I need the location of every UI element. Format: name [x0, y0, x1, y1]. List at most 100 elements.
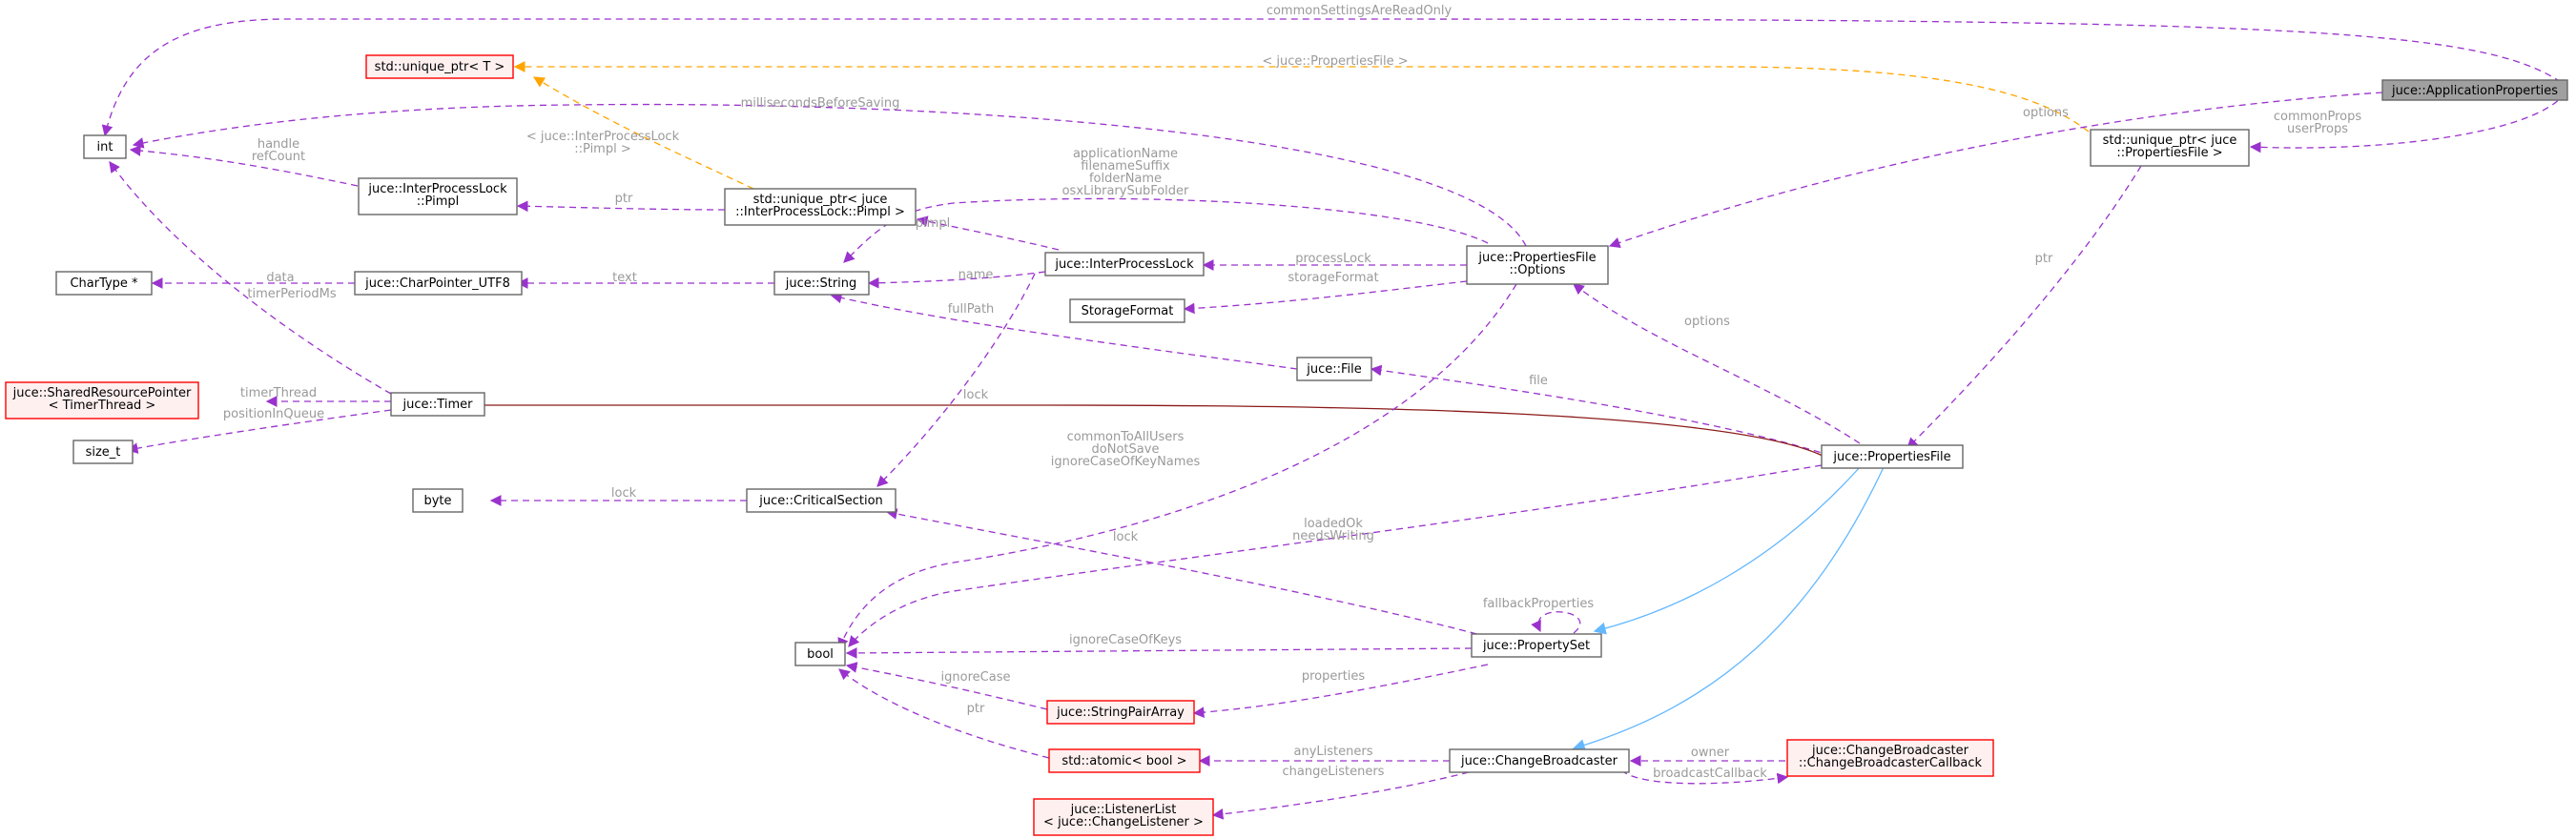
text-line: std::unique_ptr< T > — [375, 60, 505, 74]
node-stringpairarray[interactable]: juce::StringPairArray — [1046, 700, 1195, 725]
svg-text:StorageFormat: StorageFormat — [1082, 304, 1174, 318]
node-byte[interactable]: byte — [412, 488, 464, 513]
edge-loaded-ok — [848, 464, 1823, 647]
node-application-properties[interactable]: juce::ApplicationProperties — [2381, 79, 2568, 101]
text-line: < juce::InterProcessLock — [526, 130, 680, 144]
svg-text:std::unique_ptr< T >: std::unique_ptr< T > — [375, 60, 505, 74]
edge-position-in-queue — [126, 409, 392, 454]
node-bool[interactable]: bool — [794, 642, 846, 666]
nodes: juce::ApplicationProperties int std::uni… — [5, 54, 2568, 836]
edge-properties — [1192, 664, 1489, 718]
node-size-t[interactable]: size_t — [72, 440, 134, 464]
text-line: juce::PropertiesFile — [1477, 251, 1596, 265]
text-line: name — [958, 268, 994, 282]
svg-text:juce::InterProcessLock: juce::InterProcessLock — [1054, 257, 1194, 272]
label-file: file — [1529, 374, 1548, 388]
edge-handle-refcount — [129, 145, 359, 187]
edge-common-props — [2249, 92, 2566, 153]
node-propertyset[interactable]: juce::PropertySet — [1471, 633, 1602, 658]
node-atomic-bool[interactable]: std::atomic< bool > — [1048, 748, 1201, 773]
text-line: juce::PropertySet — [1482, 639, 1590, 653]
text-line: juce::ApplicationProperties — [2391, 84, 2558, 98]
text-line: storageFormat — [1288, 271, 1378, 285]
label-common-settings: commonSettingsAreReadOnly — [1267, 4, 1453, 18]
edge-timer-inheritance — [440, 399, 1827, 459]
text-line: bool — [807, 647, 834, 662]
text-line: fullPath — [948, 302, 995, 317]
svg-text:juce::String: juce::String — [785, 276, 857, 291]
edge-ignore-case-of-keys — [845, 647, 1473, 659]
node-string[interactable]: juce::String — [773, 271, 870, 296]
edge-options-bools — [837, 283, 1517, 650]
node-chartype[interactable]: CharType * — [55, 271, 153, 296]
node-changebroadcaster-callback[interactable]: juce::ChangeBroadcaster::ChangeBroadcast… — [1786, 739, 1994, 777]
node-storageformat[interactable]: StorageFormat — [1069, 298, 1185, 323]
text-line: osxLibrarySubFolder — [1062, 184, 1189, 198]
node-changebroadcaster[interactable]: juce::ChangeBroadcaster — [1449, 748, 1630, 773]
edge-fallback — [1531, 611, 1581, 634]
text-line: ptr — [615, 192, 633, 206]
text-line: lock — [611, 486, 637, 501]
text-line: ::ChangeBroadcasterCallback — [1799, 756, 1983, 770]
text-line: int — [97, 140, 113, 154]
text-line: juce::ListenerList — [1070, 803, 1177, 817]
node-file[interactable]: juce::File — [1296, 357, 1372, 381]
text-line: juce::String — [785, 276, 857, 291]
label-lock-ipl: lock — [963, 388, 989, 402]
text-line: owner — [1691, 746, 1730, 760]
svg-text:juce::PropertiesFile: juce::PropertiesFile — [1832, 450, 1950, 464]
text-line: juce::InterProcessLock — [367, 182, 507, 196]
svg-text:CharType *: CharType * — [70, 276, 138, 291]
edge-timer-period — [109, 161, 392, 395]
text-line: juce::File — [1306, 362, 1362, 377]
node-criticalsection[interactable]: juce::CriticalSection — [746, 488, 896, 513]
text-line: < juce::ChangeListener > — [1043, 815, 1204, 829]
edge-propertyset-inheritance — [1593, 466, 1861, 635]
node-listenerlist[interactable]: juce::ListenerList< juce::ChangeListener… — [1033, 798, 1214, 836]
label-options-pf: options — [1684, 315, 1730, 329]
text-line: juce::ChangeBroadcaster — [1811, 744, 1969, 758]
label-lock-cs: lock — [611, 486, 637, 501]
text-line: juce::SharedResourcePointer — [12, 386, 192, 400]
node-sharedresourcepointer[interactable]: juce::SharedResourcePointer< TimerThread… — [5, 381, 199, 420]
edge-file — [1370, 364, 1832, 457]
node-unique-ptr-pimpl[interactable]: std::unique_ptr< juce::InterProcessLock:… — [724, 188, 917, 226]
text-line: processLock — [1295, 252, 1371, 266]
label-position-in-queue: positionInQueue — [223, 407, 324, 421]
label-change-listeners: changeListeners — [1283, 765, 1385, 779]
text-line: byte — [423, 494, 451, 508]
text-line: commonToAllUsers — [1067, 430, 1185, 444]
label-lock-ps: lock — [1113, 530, 1139, 544]
edge-storage-format — [1183, 280, 1468, 315]
label-broadcast-callback: broadcastCallback — [1653, 767, 1767, 781]
svg-text:juce::File: juce::File — [1306, 362, 1362, 377]
text-line: timerThread — [240, 386, 317, 400]
svg-text:juce::SharedResourcePointer< T: juce::SharedResourcePointer< TimerThread… — [12, 386, 192, 413]
node-interprocesslock-pimpl[interactable]: juce::InterProcessLock::Pimpl — [358, 177, 518, 215]
node-timer[interactable]: juce::Timer — [390, 392, 485, 417]
node-int[interactable]: int — [83, 134, 127, 159]
text-line: file — [1529, 374, 1548, 388]
text-line: text — [612, 271, 637, 285]
node-unique-ptr-t[interactable]: std::unique_ptr< T > — [365, 54, 514, 79]
text-line: size_t — [86, 445, 121, 460]
edge-changebroadcaster-inheritance — [1572, 466, 1885, 751]
text-line: broadcastCallback — [1653, 767, 1767, 781]
node-charpointer-utf8[interactable]: juce::CharPointer_UTF8 — [354, 271, 523, 296]
svg-text:size_t: size_t — [86, 445, 121, 460]
svg-text:juce::PropertiesFile::Options: juce::PropertiesFile::Options — [1477, 251, 1596, 277]
edge-broadcast-callback — [1620, 769, 1789, 785]
text-line: lock — [1113, 530, 1139, 544]
node-propertiesfile[interactable]: juce::PropertiesFile — [1821, 444, 1964, 469]
label-pimpl: pimpl — [916, 216, 950, 231]
node-interprocesslock[interactable]: juce::InterProcessLock — [1044, 252, 1205, 276]
node-unique-ptr-properties-file[interactable]: std::unique_ptr< juce::PropertiesFile > — [2090, 129, 2250, 167]
label-ptr-pimpl: ptr — [615, 192, 633, 206]
svg-text:juce::StringPairArray: juce::StringPairArray — [1056, 706, 1185, 720]
svg-text:juce::ChangeBroadcaster: juce::ChangeBroadcaster — [1460, 754, 1618, 768]
node-propertiesfile-options[interactable]: juce::PropertiesFile::Options — [1466, 245, 1609, 285]
label-process-lock: processLock — [1295, 252, 1371, 266]
